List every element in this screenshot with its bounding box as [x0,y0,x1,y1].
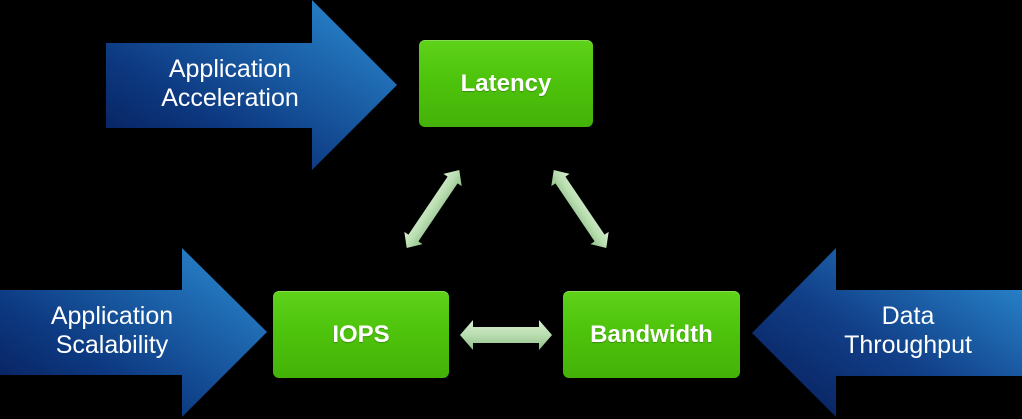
driver-arrow-acceleration [106,0,397,170]
double-arrow-icon [551,170,609,248]
driver-label-line: Application [50,302,174,330]
node-iops: IOPS [273,291,449,378]
link-latency-iops [404,170,462,248]
driver-label-throughput: Data Throughput [808,302,1008,360]
double-arrow-icon [404,170,462,248]
node-latency: Latency [419,40,593,127]
link-iops-bandwidth [460,320,552,350]
double-arrow-icon [460,320,552,350]
driver-label-line: Application [168,55,292,83]
driver-arrow-throughput [752,248,1022,417]
driver-label-line: Scalability [55,331,169,359]
driver-label-line: Data [881,302,935,330]
driver-label-acceleration: Application Acceleration [130,55,330,113]
link-latency-bandwidth [551,170,609,248]
driver-label-scalability: Application Scalability [12,302,212,360]
driver-arrow-scalability [0,248,267,417]
node-bandwidth: Bandwidth [563,291,740,378]
driver-label-line: Throughput [844,331,972,359]
driver-label-line: Acceleration [161,84,299,112]
